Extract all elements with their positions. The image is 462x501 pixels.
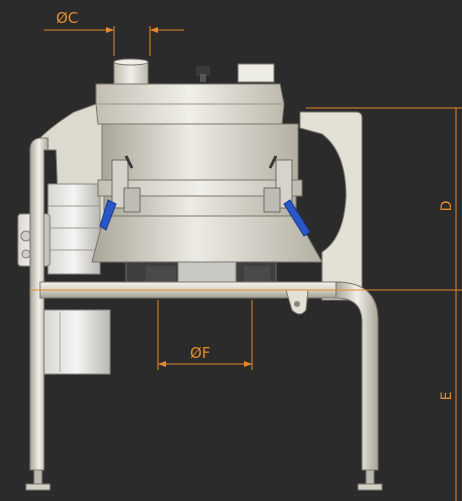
dimension-lines [30, 26, 462, 501]
left-clamp [99, 155, 141, 231]
dimension-label-d: D [439, 201, 455, 212]
dimension-label-e: E [439, 392, 455, 401]
dimension-arrows [106, 27, 252, 367]
control-box [43, 309, 111, 375]
frame-tubes [29, 137, 379, 471]
right-frame-plate [299, 111, 363, 301]
dimension-label-c: ØC [56, 9, 78, 27]
dimension-label-f: ØF [190, 344, 210, 362]
feet [25, 469, 383, 491]
right-clamp [263, 155, 311, 237]
